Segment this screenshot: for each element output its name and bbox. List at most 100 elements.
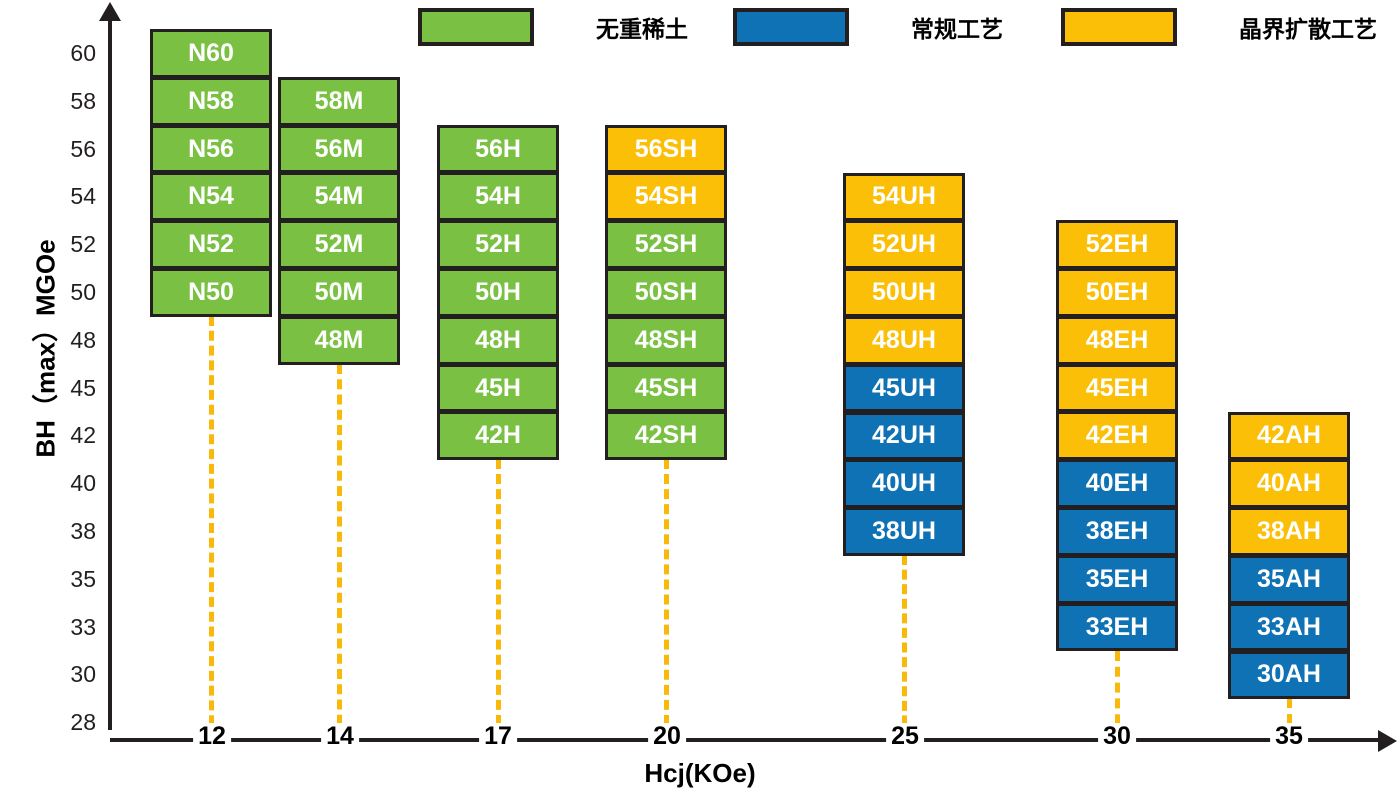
- grade-label: 38EH: [1085, 516, 1149, 545]
- stack-connector-line: [664, 459, 669, 740]
- x-tick-label: 20: [648, 722, 686, 751]
- grade-cell[interactable]: 54UH: [843, 172, 965, 222]
- grade-cell[interactable]: 50EH: [1056, 268, 1178, 317]
- grade-cell[interactable]: 52M: [278, 220, 400, 270]
- grade-cell[interactable]: 56SH: [605, 124, 727, 174]
- grade-cell[interactable]: 35AH: [1228, 554, 1350, 604]
- grade-label: 50UH: [872, 277, 936, 306]
- grade-cell[interactable]: N56: [150, 124, 272, 174]
- grade-cell[interactable]: 42H: [437, 411, 559, 461]
- grade-label: 42EH: [1085, 421, 1149, 450]
- grade-cell[interactable]: 42AH: [1228, 411, 1350, 461]
- y-tick-label: 52: [70, 231, 96, 258]
- grade-cell[interactable]: 35EH: [1056, 554, 1178, 604]
- grade-cell[interactable]: N52: [150, 220, 272, 270]
- grade-label: 38UH: [872, 516, 936, 545]
- grade-cell[interactable]: 56M: [278, 124, 400, 174]
- y-axis-arrow-icon: [99, 2, 121, 21]
- grade-cell[interactable]: 56H: [437, 124, 559, 174]
- grade-label: 54M: [314, 182, 364, 211]
- grade-cell[interactable]: 52EH: [1056, 220, 1178, 270]
- grade-cell[interactable]: 52UH: [843, 220, 965, 270]
- grade-cell[interactable]: N54: [150, 172, 272, 222]
- grade-label: 33EH: [1085, 612, 1149, 641]
- grade-label: 42H: [475, 421, 521, 450]
- grade-cell[interactable]: 50UH: [843, 268, 965, 317]
- grade-cell[interactable]: 38EH: [1056, 507, 1178, 556]
- grade-label: 45SH: [634, 373, 698, 402]
- x-tick-label: 30: [1098, 722, 1136, 751]
- grade-cell[interactable]: 50M: [278, 268, 400, 317]
- grade-cell[interactable]: 48SH: [605, 315, 727, 365]
- y-tick-label: 38: [70, 518, 96, 544]
- grade-label: 40AH: [1257, 469, 1321, 498]
- grade-cell[interactable]: 50H: [437, 268, 559, 317]
- grade-label: 50EH: [1085, 277, 1149, 306]
- grade-cell[interactable]: 45H: [437, 363, 559, 413]
- grade-label: N50: [188, 277, 234, 306]
- grade-cell[interactable]: 40EH: [1056, 459, 1178, 509]
- stack-column-eh: 52EH 50EH 48EH 45EH 42EH 40EH 38EH 35EH 33EH: [1056, 220, 1178, 652]
- y-axis-title: BH（max）MGOe: [30, 239, 61, 458]
- grade-label: 48EH: [1085, 325, 1149, 354]
- grade-cell[interactable]: 52SH: [605, 220, 727, 270]
- grade-cell[interactable]: 54M: [278, 172, 400, 222]
- stack-connector-line: [496, 459, 501, 740]
- grade-label: 54H: [475, 182, 521, 211]
- grade-cell[interactable]: 45UH: [843, 363, 965, 413]
- y-tick-label: 42: [70, 422, 96, 449]
- grade-label: 52UH: [872, 230, 936, 259]
- grade-label: 54UH: [872, 182, 936, 211]
- y-tick-label: 40: [70, 470, 96, 497]
- grade-cell[interactable]: 40AH: [1228, 459, 1350, 509]
- grade-label: 45UH: [872, 373, 936, 402]
- grade-cell[interactable]: 30AH: [1228, 650, 1350, 700]
- grade-cell[interactable]: 52H: [437, 220, 559, 270]
- y-tick-label: 28: [70, 709, 96, 736]
- x-tick-label: 25: [886, 722, 924, 751]
- grade-label: 48H: [475, 325, 521, 354]
- grade-cell[interactable]: 50SH: [605, 268, 727, 317]
- x-axis-arrow-icon: [1378, 730, 1397, 752]
- y-axis-line: [108, 18, 112, 730]
- grade-cell[interactable]: 54SH: [605, 172, 727, 222]
- grade-cell[interactable]: 42SH: [605, 411, 727, 461]
- grade-cell[interactable]: 33EH: [1056, 602, 1178, 652]
- grade-cell[interactable]: N60: [150, 29, 272, 78]
- grade-label: 52SH: [634, 230, 698, 259]
- x-tick-label: 17: [479, 722, 517, 751]
- x-axis-line: [110, 738, 1382, 742]
- grade-label: 56SH: [634, 134, 698, 163]
- grade-label: 58M: [314, 86, 364, 115]
- grade-cell[interactable]: 42EH: [1056, 411, 1178, 461]
- grade-cell[interactable]: 54H: [437, 172, 559, 222]
- grade-label: 52M: [314, 230, 364, 259]
- stack-connector-line: [902, 554, 907, 740]
- grade-label: 35AH: [1257, 564, 1321, 593]
- grade-cell[interactable]: 40UH: [843, 459, 965, 509]
- stack-connector-line: [209, 315, 214, 740]
- grade-label: 56M: [314, 134, 364, 163]
- grade-cell[interactable]: 48M: [278, 315, 400, 365]
- x-axis-title: Hcj(KOe): [644, 758, 756, 788]
- grade-cell[interactable]: 45SH: [605, 363, 727, 413]
- legend-item-yellow: 晶界扩散工艺: [1061, 8, 1377, 46]
- grade-cell[interactable]: N58: [150, 76, 272, 126]
- grade-cell[interactable]: 58M: [278, 76, 400, 126]
- grade-cell[interactable]: 48UH: [843, 315, 965, 365]
- x-tick-label: 12: [193, 722, 231, 751]
- y-tick-label: 45: [70, 374, 96, 401]
- grade-cell[interactable]: 48EH: [1056, 315, 1178, 365]
- grade-cell[interactable]: 38AH: [1228, 507, 1350, 556]
- grade-cell[interactable]: 38UH: [843, 507, 965, 556]
- grade-cell[interactable]: 45EH: [1056, 363, 1178, 413]
- grade-cell[interactable]: 42UH: [843, 411, 965, 461]
- grade-cell[interactable]: 33AH: [1228, 602, 1350, 652]
- grade-label: 48SH: [634, 325, 698, 354]
- grade-label: 42SH: [634, 421, 698, 450]
- legend-label: 无重稀土: [596, 17, 688, 43]
- grade-cell[interactable]: 48H: [437, 315, 559, 365]
- grade-cell[interactable]: N50: [150, 268, 272, 317]
